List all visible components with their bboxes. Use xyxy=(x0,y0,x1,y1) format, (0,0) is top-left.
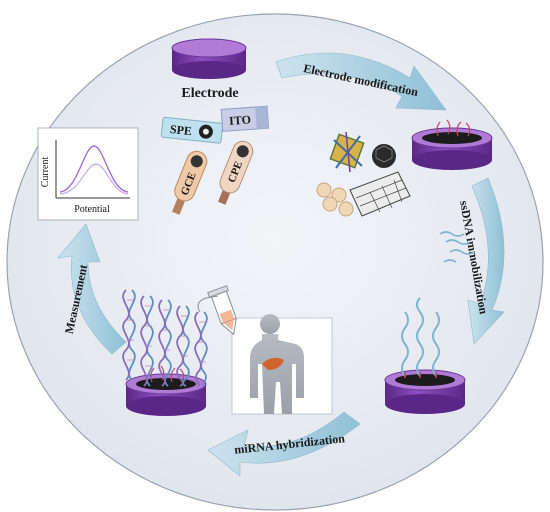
nanomaterials-icon xyxy=(316,131,411,217)
graphene-sheet-icon xyxy=(349,171,411,217)
glassy-carbon-electrode-icon: GCE xyxy=(172,150,208,215)
sample-tube-lid-icon xyxy=(197,295,219,313)
arrow-measurement xyxy=(57,223,127,355)
modified-electrode-icon xyxy=(411,119,493,170)
electrode-label: Electrode xyxy=(181,86,238,101)
electrode-disk-icon xyxy=(171,38,247,79)
sample-tube-icon xyxy=(207,285,237,336)
spe-label: SPE xyxy=(169,122,192,138)
carbon-paste-electrode-icon: CPE xyxy=(218,140,254,205)
plot-ylabel: Current xyxy=(40,157,51,188)
arrow-mirna-hybridization xyxy=(207,411,361,477)
fullerene-icon xyxy=(372,144,396,168)
voltammogram-icon: Current Potential xyxy=(37,127,139,221)
plot-xlabel: Potential xyxy=(74,204,110,215)
ssdna-probes-icon xyxy=(439,231,475,263)
probe-electrode-icon xyxy=(384,297,466,414)
dna-helix-icon xyxy=(122,289,208,387)
arrow-electrode-modification xyxy=(275,52,447,111)
nanoparticles-icon xyxy=(316,182,354,217)
mof-cluster-icon xyxy=(329,131,365,173)
ito-slide-icon: ITO xyxy=(220,105,270,132)
liver-icon xyxy=(262,357,284,370)
human-body-icon xyxy=(231,314,333,415)
screen-printed-electrode-icon: SPE xyxy=(160,116,224,144)
arrow-ssdna-immobilization xyxy=(467,177,505,345)
voltammogram-curve-1 xyxy=(59,145,129,193)
voltammogram-curve-2 xyxy=(59,163,129,195)
ito-label: ITO xyxy=(229,112,252,127)
